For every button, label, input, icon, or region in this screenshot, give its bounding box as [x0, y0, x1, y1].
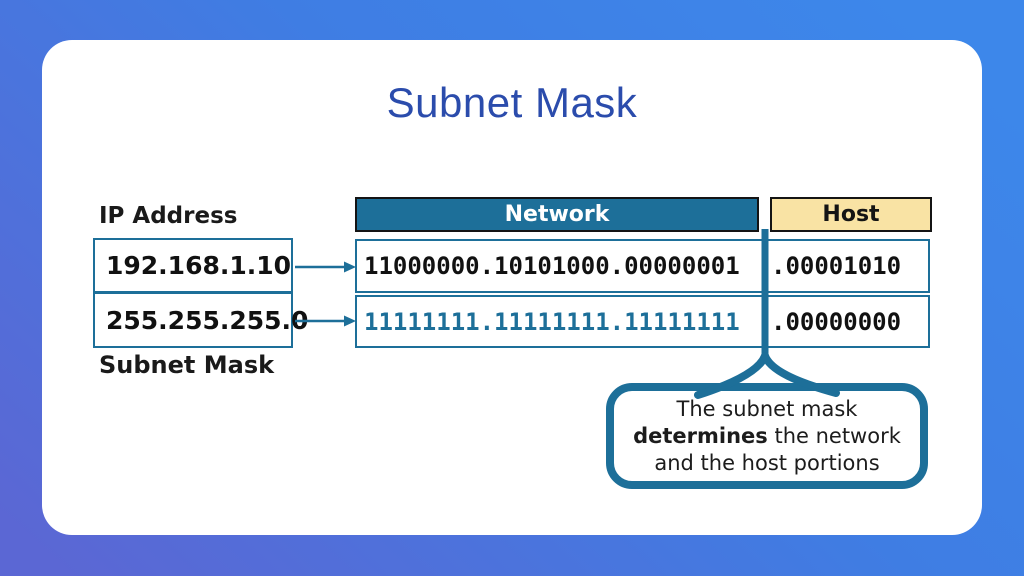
- callout-line-3: and the host portions: [654, 450, 880, 475]
- subnet-mask-label: Subnet Mask: [99, 351, 275, 379]
- binary-mask-host-cell: .00000000: [766, 295, 930, 348]
- binary-mask-network-cell: 11111111.11111111.11111111: [355, 295, 768, 348]
- callout-box: The subnet mask determines the network a…: [606, 383, 928, 489]
- network-header-label: Network: [504, 202, 610, 227]
- subnet-mask-box: 255.255.255.0: [93, 292, 308, 348]
- binary-ip-host-cell: .00001010: [766, 239, 930, 293]
- ip-address-box: 192.168.1.10: [93, 238, 293, 293]
- callout-line-1: The subnet mask: [676, 396, 858, 421]
- ip-address-label: IP Address: [99, 203, 238, 229]
- callout-line-2: determines the network: [633, 423, 901, 448]
- host-header: Host: [770, 197, 932, 232]
- network-header: Network: [355, 197, 759, 232]
- ip-address-value: 192.168.1.10: [106, 251, 292, 280]
- host-header-label: Host: [822, 202, 880, 227]
- binary-ip-network-cell: 11000000.10101000.00000001: [355, 239, 768, 293]
- page-title: Subnet Mask: [386, 79, 638, 126]
- subnet-mask-value: 255.255.255.0: [106, 305, 309, 335]
